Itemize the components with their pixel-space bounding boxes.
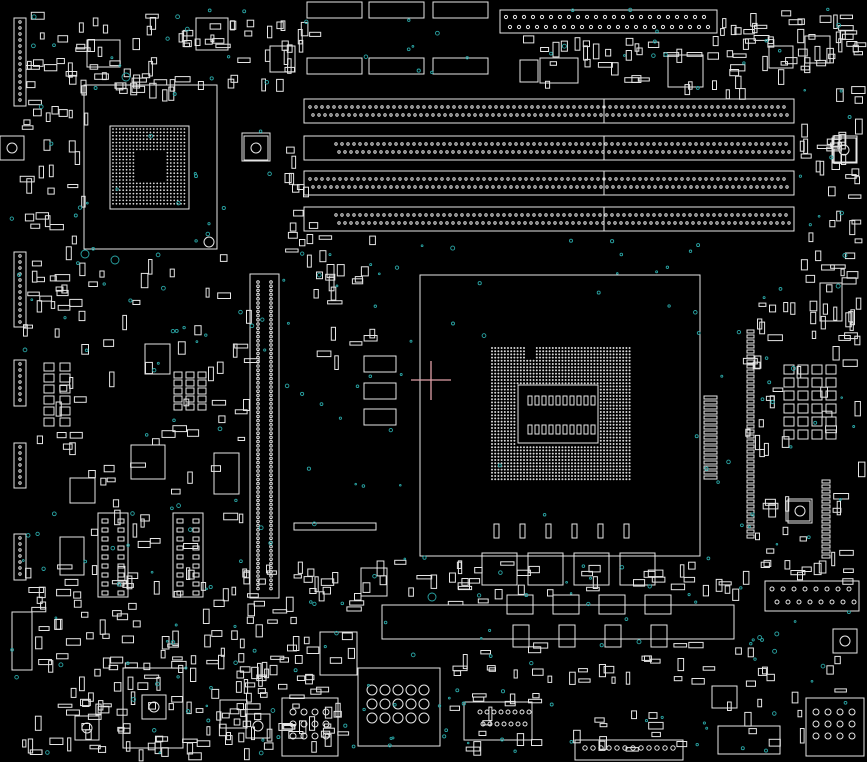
component-5 — [59, 536, 85, 576]
component-6 — [144, 343, 171, 375]
component-24 — [711, 685, 738, 709]
switch-1 — [243, 135, 269, 161]
board-outlines — [83, 9, 860, 640]
fiducial — [203, 236, 215, 248]
crosshair-cursor — [411, 361, 451, 400]
pad-grid — [491, 347, 631, 481]
top-connector-2 — [432, 1, 489, 19]
cap — [597, 523, 604, 539]
component-16 — [819, 282, 843, 322]
chipset-package — [83, 84, 218, 250]
component-19 — [768, 45, 794, 69]
component-20 — [213, 452, 240, 495]
dip-block-1 — [172, 512, 204, 598]
switch-2 — [831, 137, 857, 163]
choke — [573, 552, 610, 586]
component-2 — [363, 408, 397, 426]
switch-0 — [0, 135, 25, 161]
component-14 — [539, 57, 579, 84]
component-15 — [519, 59, 539, 83]
top-connector-3 — [306, 57, 363, 75]
dimm-pins — [308, 177, 789, 189]
component-10 — [86, 39, 121, 68]
cap — [545, 523, 552, 539]
pad-grid — [112, 128, 186, 205]
bottom-connector — [381, 604, 735, 640]
component-23 — [785, 500, 811, 522]
choke — [619, 552, 656, 586]
dimm-pins — [334, 213, 791, 225]
choke — [527, 552, 564, 586]
switch-3 — [832, 628, 858, 654]
rear-header — [764, 580, 860, 612]
component-25 — [463, 701, 533, 741]
cap — [519, 523, 526, 539]
component-12 — [241, 132, 271, 162]
dimm-slot-1 — [303, 98, 795, 124]
cap — [571, 523, 578, 539]
component-8 — [360, 567, 388, 597]
dimm-slot-3 — [303, 170, 795, 196]
dimm-pins — [308, 105, 789, 117]
cap — [623, 523, 630, 539]
port-3 — [574, 739, 684, 761]
top-connector-1 — [368, 1, 425, 19]
component-21 — [11, 611, 33, 671]
dimm-slot-4 — [303, 206, 795, 232]
choke — [481, 552, 518, 586]
port-0 — [281, 697, 339, 757]
header-2 — [13, 359, 27, 407]
port-2 — [805, 697, 865, 757]
component-4 — [69, 477, 96, 504]
header-0 — [13, 17, 27, 107]
dimm-slot-2 — [303, 135, 795, 161]
chipset-die — [109, 125, 190, 210]
cap — [493, 523, 500, 539]
switch-7 — [141, 694, 167, 720]
component-0 — [363, 355, 397, 373]
vrm-array — [43, 329, 837, 559]
chipset-bga — [109, 125, 215, 248]
top-connector-5 — [432, 57, 489, 75]
passives — [19, 10, 867, 762]
component-9 — [195, 17, 229, 51]
switch-5 — [245, 713, 271, 739]
pcie-slot-pins — [256, 280, 273, 591]
header-4 — [13, 533, 27, 581]
dimm-slots — [303, 98, 795, 232]
socket-window — [517, 384, 599, 444]
header-3 — [13, 442, 27, 489]
cpu-socket — [419, 274, 701, 557]
dip-block-0 — [97, 512, 129, 598]
component-13 — [667, 54, 704, 88]
top-header — [499, 9, 718, 34]
top-connector-0 — [306, 1, 363, 19]
header-1 — [13, 251, 27, 328]
strip-connector — [293, 522, 377, 531]
component-1 — [363, 382, 397, 400]
rear-io-ports — [0, 135, 865, 761]
component-3 — [130, 444, 166, 480]
port-4 — [122, 667, 184, 749]
top-connector-4 — [368, 57, 425, 75]
components — [11, 1, 858, 755]
dimm-pins — [334, 142, 791, 154]
pcie-slot — [249, 273, 280, 599]
switch-6 — [787, 498, 813, 524]
component-7 — [319, 631, 358, 676]
vias — [9, 7, 856, 756]
component-18 — [804, 35, 831, 64]
switch-4 — [74, 715, 100, 741]
cpu-socket-pads — [481, 347, 656, 586]
